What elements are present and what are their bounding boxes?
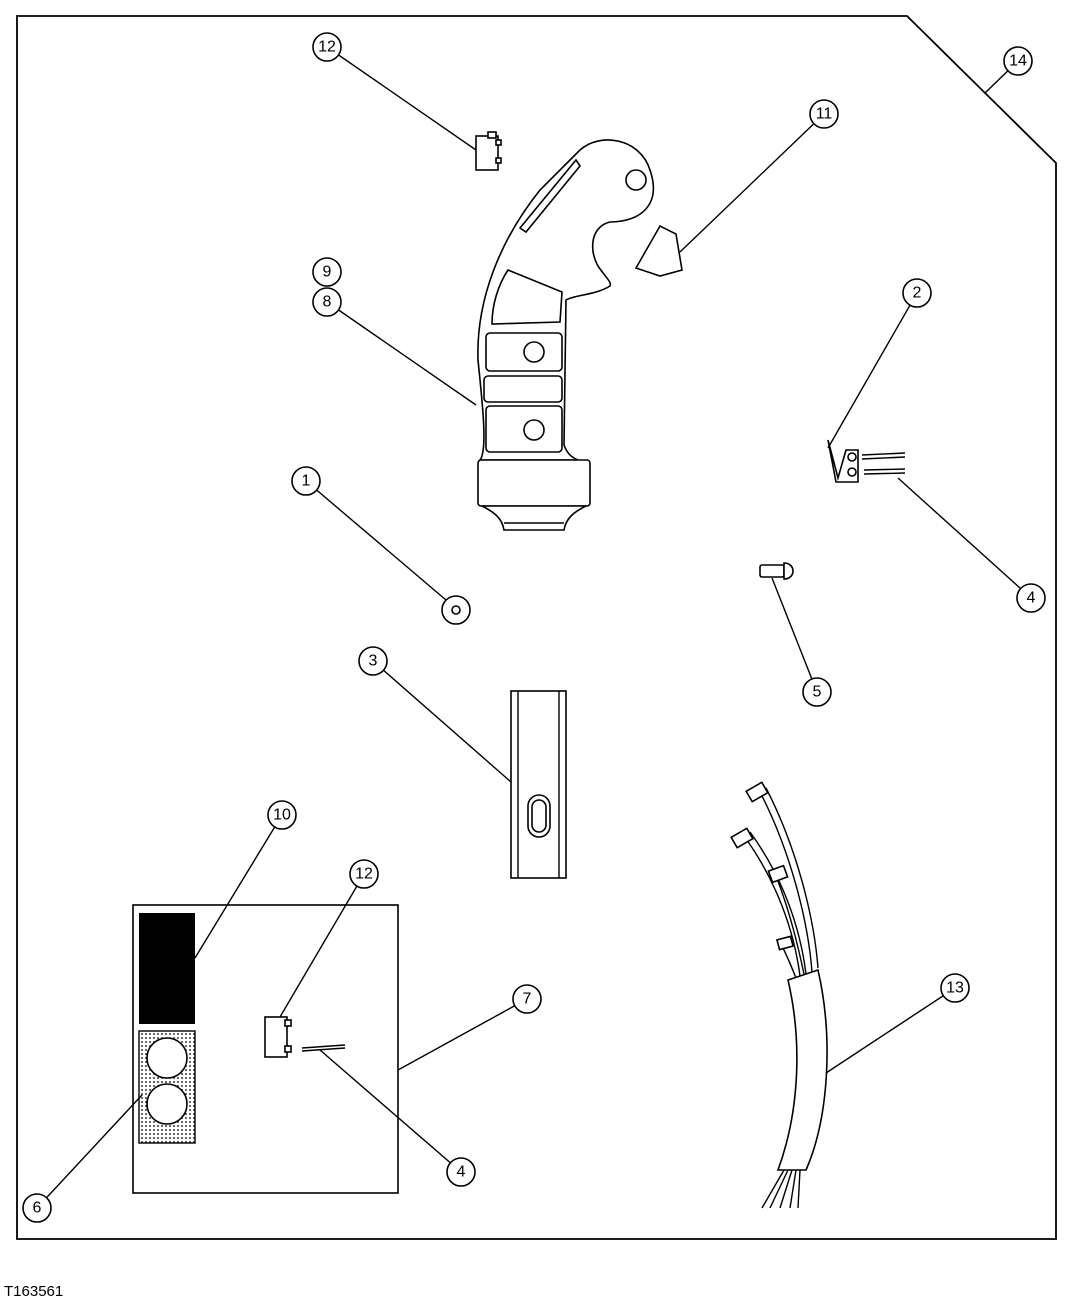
callout-8: 8: [312, 287, 342, 317]
wire-harness: [730, 781, 828, 1209]
svg-text:12: 12: [318, 39, 336, 56]
callout-7: 7: [512, 984, 542, 1014]
channel-part: [510, 690, 567, 879]
callout-13: 13: [940, 973, 970, 1003]
svg-text:14: 14: [1009, 53, 1027, 70]
leader-lines: [36, 46, 1032, 1209]
svg-text:9: 9: [323, 264, 332, 281]
callout-11: 11: [809, 99, 839, 129]
washer-part: [441, 595, 471, 625]
callout-2: 2: [902, 278, 932, 308]
svg-text:8: 8: [323, 294, 332, 311]
diagram-frame: [16, 15, 1057, 1240]
joystick-handle: [477, 139, 655, 531]
svg-text:4: 4: [1027, 590, 1036, 607]
callout-12-kit: 12: [349, 859, 379, 889]
svg-text:3: 3: [369, 653, 378, 670]
svg-text:10: 10: [273, 807, 291, 824]
bracket-part: [827, 439, 906, 483]
callout-4-bracket: 4: [1016, 583, 1046, 613]
callout-12-top: 12: [312, 32, 342, 62]
kit-box: [132, 904, 399, 1194]
callout-6: 6: [22, 1193, 52, 1223]
callout-1: 1: [291, 466, 321, 496]
callout-10: 10: [267, 800, 297, 830]
figure-id-label: T163561: [4, 1283, 64, 1300]
svg-text:2: 2: [913, 285, 922, 302]
callout-3: 3: [358, 646, 388, 676]
svg-text:13: 13: [946, 980, 964, 997]
callout-14: 14: [1003, 46, 1033, 76]
callout-9: 9: [312, 257, 342, 287]
trigger-part: [634, 224, 683, 277]
callout-4-kit: 4: [446, 1157, 476, 1187]
svg-text:6: 6: [33, 1200, 42, 1217]
svg-text:7: 7: [523, 991, 532, 1008]
svg-text:12: 12: [355, 866, 373, 883]
micro-switch-top: [475, 131, 502, 171]
rivet-part: [759, 562, 794, 580]
callout-5: 5: [802, 677, 832, 707]
svg-text:4: 4: [457, 1164, 466, 1181]
label-panel: [139, 913, 195, 1024]
svg-text:1: 1: [302, 473, 311, 490]
svg-text:11: 11: [816, 106, 833, 123]
svg-text:5: 5: [813, 684, 822, 701]
